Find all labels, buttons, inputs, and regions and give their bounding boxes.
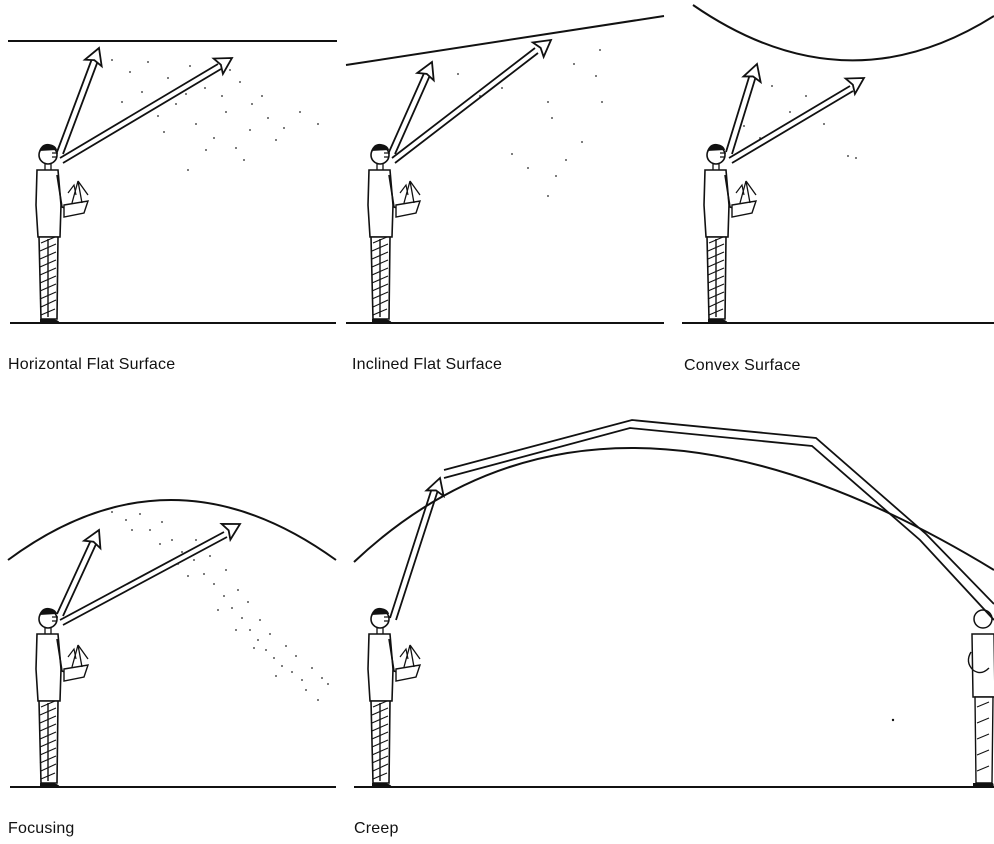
sound-arrow-icon <box>389 48 538 163</box>
sound-arrow-icon <box>57 532 227 625</box>
caption-convex-surface: Convex Surface <box>684 357 801 375</box>
second-listener-figure-icon <box>968 610 994 787</box>
listener-figure-icon <box>368 608 420 787</box>
panel-convex-surface <box>682 5 994 323</box>
caption-horizontal-flat-surface: Horizontal Flat Surface <box>8 356 175 374</box>
sound-arrow-icon <box>57 56 221 163</box>
panel-creep <box>354 420 994 787</box>
panel-inclined-flat-surface <box>346 16 664 323</box>
stipple-scatter <box>111 511 329 701</box>
sound-arrow-icon <box>726 74 853 163</box>
caption-creep: Creep <box>354 820 399 838</box>
panel-focusing <box>8 500 336 787</box>
listener-figure-icon <box>704 144 756 323</box>
panel-horizontal-flat-surface <box>8 41 337 323</box>
caption-focusing: Focusing <box>8 820 75 838</box>
listener-figure-icon <box>36 144 88 323</box>
listener-figure-icon <box>36 608 88 787</box>
stipple-scatter <box>457 49 603 197</box>
caption-inclined-flat-surface: Inclined Flat Surface <box>352 356 502 374</box>
listener-figure-icon <box>368 144 420 323</box>
